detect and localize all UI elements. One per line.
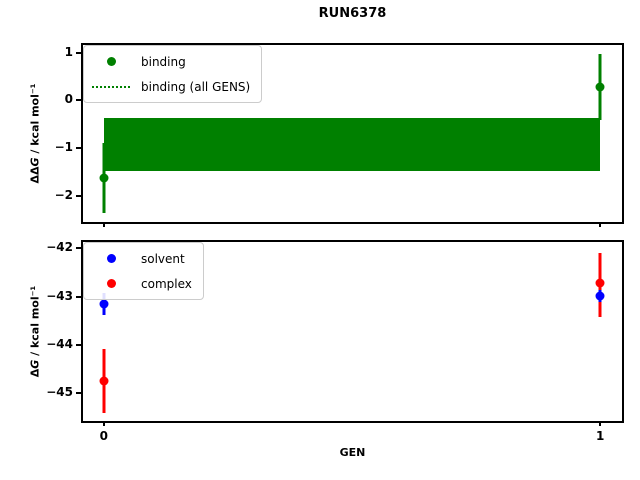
y-tick-label: −1 xyxy=(54,140,73,155)
binding-data-point xyxy=(595,82,605,92)
y-tick xyxy=(76,99,81,102)
solvent-data-point xyxy=(99,299,109,309)
y-tick xyxy=(76,344,81,347)
complex-marker-icon xyxy=(106,279,116,288)
uncertainty-band xyxy=(103,118,601,172)
binding-marker-icon xyxy=(106,57,116,66)
solvent-marker-icon xyxy=(106,254,116,263)
y-tick-label: 0 xyxy=(64,92,73,107)
figure-title: RUN6378 xyxy=(318,6,387,21)
complex-data-point xyxy=(595,278,605,288)
free-energy-legend: solvent complex xyxy=(83,242,204,300)
units-label: / kcal mol⁻¹ xyxy=(28,83,42,158)
legend-entry-solvent: solvent xyxy=(91,246,192,271)
x-tick xyxy=(599,421,602,426)
x-tick-label: 1 xyxy=(595,429,605,443)
y-tick-label: 1 xyxy=(64,44,73,59)
y-tick xyxy=(76,392,81,395)
solvent-data-point xyxy=(595,291,605,301)
x-tick-label: 0 xyxy=(99,429,109,443)
x-tick xyxy=(599,222,602,227)
y-tick-label: −42 xyxy=(46,240,73,255)
delta-delta-symbol: ΔΔ xyxy=(28,166,42,184)
y-tick xyxy=(76,295,81,298)
units-label: / kcal mol⁻¹ xyxy=(28,285,42,360)
y-tick-label: −45 xyxy=(46,385,73,400)
free-energy-axes: ΔG / kcal mol⁻¹ solvent complex GEN −42 −… xyxy=(29,240,624,459)
x-tick xyxy=(102,222,105,227)
legend-label-solvent: solvent xyxy=(141,251,185,266)
complex-data-point xyxy=(99,376,109,386)
delta-symbol: Δ xyxy=(28,368,42,378)
y-tick-label: −43 xyxy=(46,288,73,303)
y-tick xyxy=(76,247,81,250)
binding-data-point xyxy=(99,173,109,183)
y-tick xyxy=(76,51,81,54)
binding-all-gens-dotted-line-icon xyxy=(92,85,130,88)
binding-legend: binding binding (all GENS) xyxy=(83,45,263,103)
y-tick xyxy=(76,194,81,197)
legend-entry-binding: binding xyxy=(91,49,250,74)
binding-axes: ΔΔG / kcal mol⁻¹ binding binding (all GE… xyxy=(29,43,624,227)
x-tick xyxy=(102,421,105,426)
legend-entry-complex: complex xyxy=(91,271,192,296)
legend-entry-binding-all-gens: binding (all GENS) xyxy=(91,74,250,99)
legend-label-binding: binding xyxy=(141,54,186,69)
g-symbol: G xyxy=(28,359,42,369)
y-tick-label: −44 xyxy=(46,337,73,352)
y-tick-label: −2 xyxy=(54,187,73,202)
x-axis-label: GEN xyxy=(339,446,366,459)
legend-label-complex: complex xyxy=(141,276,192,291)
g-symbol: G xyxy=(28,157,42,167)
free-energy-y-axis-label: ΔG / kcal mol⁻¹ xyxy=(24,242,46,421)
legend-label-binding-all-gens: binding (all GENS) xyxy=(141,79,251,94)
y-tick xyxy=(76,147,81,150)
binding-y-axis-label: ΔΔG / kcal mol⁻¹ xyxy=(24,45,46,222)
